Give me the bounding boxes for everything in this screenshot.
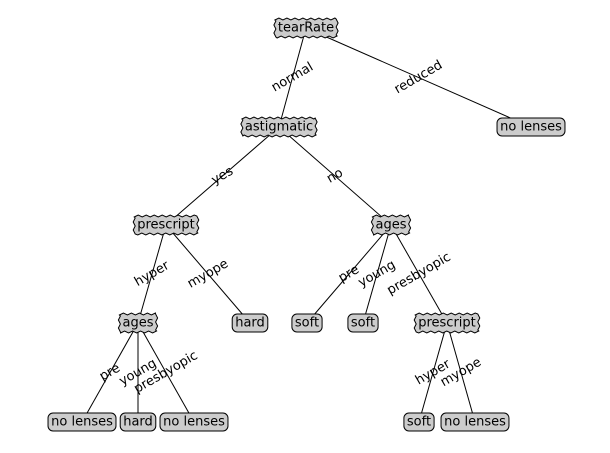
node-box (240, 116, 318, 138)
node-box (496, 117, 566, 137)
edge-label: no (324, 165, 346, 186)
tree-edge-yes (165, 126, 280, 226)
decision-node-prescript: prescript (132, 214, 200, 236)
node-box (132, 214, 200, 236)
edges-layer (81, 27, 532, 423)
node-label: prescript (137, 218, 195, 233)
leaf-node-soft: soft (291, 313, 323, 333)
tree-edge-hyper (418, 322, 448, 423)
node-label: no lenses (163, 415, 225, 430)
node-box (370, 214, 412, 236)
node-label: soft (407, 415, 431, 430)
tree-edge-hyper (137, 224, 167, 324)
edge-label: presbyopic (385, 250, 454, 298)
tree-edge-no (278, 126, 392, 226)
node-label: soft (295, 316, 319, 331)
edge-label: myope (185, 256, 231, 291)
node-label: hard (123, 415, 153, 430)
leaf-node-no-lenses: no lenses (47, 412, 117, 432)
leaf-node-hard: hard (119, 412, 157, 432)
leaf-node-no-lenses: no lenses (496, 117, 566, 137)
node-label: no lenses (500, 120, 562, 135)
node-box (440, 412, 510, 432)
node-label: astigmatic (245, 120, 313, 135)
edge-label: hyper (132, 258, 173, 290)
node-box (117, 312, 159, 334)
tree-edge-presbyopic (390, 224, 448, 324)
node-label: ages (376, 218, 407, 233)
leaf-node-soft: soft (403, 412, 435, 432)
node-label: ages (123, 316, 154, 331)
node-label: prescript (418, 316, 476, 331)
node-label: tearRate (278, 21, 334, 36)
tree-edge-pre (81, 322, 139, 423)
node-box (403, 412, 435, 432)
tree-edge-normal (278, 27, 307, 128)
decision-node-ages: ages (370, 214, 412, 236)
edge-label: normal (269, 60, 316, 96)
tree-edge-presbyopic (137, 322, 195, 423)
decision-node-astigmatic: astigmatic (240, 116, 318, 138)
node-box (273, 17, 339, 39)
tree-edge-myope (165, 224, 251, 324)
edge-label: reduced (392, 58, 445, 97)
tree-edge-reduced (305, 27, 532, 128)
leaf-node-soft: soft (347, 313, 379, 333)
decision-node-tearRate: tearRate (273, 17, 339, 39)
node-box (159, 412, 229, 432)
leaf-node-no-lenses: no lenses (440, 412, 510, 432)
node-box (47, 412, 117, 432)
tree-edge-young (362, 224, 392, 324)
node-label: hard (235, 316, 265, 331)
node-box (413, 312, 481, 334)
node-box (119, 412, 157, 432)
node-label: no lenses (51, 415, 113, 430)
node-label: no lenses (444, 415, 506, 430)
nodes-layer: tearRate astigmatic no lenses prescript ages… (47, 17, 566, 432)
leaf-node-hard: hard (231, 313, 269, 333)
node-box (291, 313, 323, 333)
node-box (347, 313, 379, 333)
leaf-node-no-lenses: no lenses (159, 412, 229, 432)
tree-edge-pre (306, 224, 392, 324)
tree-edge-myope (446, 322, 476, 423)
decision-node-prescript: prescript (413, 312, 481, 334)
decision-node-ages: ages (117, 312, 159, 334)
node-label: soft (351, 316, 375, 331)
node-box (231, 313, 269, 333)
